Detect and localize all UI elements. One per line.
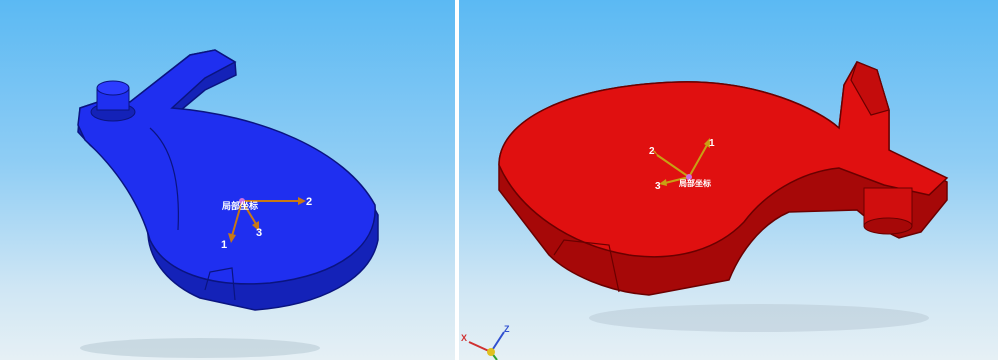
model-view-left: 局部坐标 2 1 3 — [77, 49, 379, 358]
viewport-divider — [455, 0, 459, 360]
axis-label-2: 2 — [306, 196, 312, 208]
axis-label-2: 2 — [649, 146, 655, 157]
boss-bottom — [863, 217, 913, 235]
viewport-right[interactable]: 局部坐标 1 2 3 X Z — [459, 0, 998, 360]
local-csys-right: 局部坐标 1 2 3 — [649, 138, 715, 192]
part-body-top — [498, 61, 949, 258]
lug — [850, 61, 890, 116]
csys-label: 局部坐标 — [222, 200, 258, 211]
axis-label-1: 1 — [709, 138, 715, 149]
ground-shadow — [80, 338, 320, 358]
part-body-top — [77, 49, 376, 285]
axis-label-3: 3 — [655, 181, 661, 192]
ground-shadow — [589, 304, 929, 332]
triad-x-label: X — [461, 333, 467, 343]
model-view-right: 局部坐标 1 2 3 X Z — [461, 61, 949, 360]
axis-label-3: 3 — [256, 227, 262, 239]
local-csys-left: 局部坐标 2 1 3 — [221, 196, 312, 251]
view-triad: X Z — [461, 324, 510, 360]
axis-label-1: 1 — [221, 239, 227, 251]
viewport-left[interactable]: 局部坐标 2 1 3 — [0, 0, 455, 360]
boss-top — [96, 80, 130, 96]
csys-label: 局部坐标 — [678, 178, 711, 188]
triad-z-label: Z — [504, 324, 510, 334]
